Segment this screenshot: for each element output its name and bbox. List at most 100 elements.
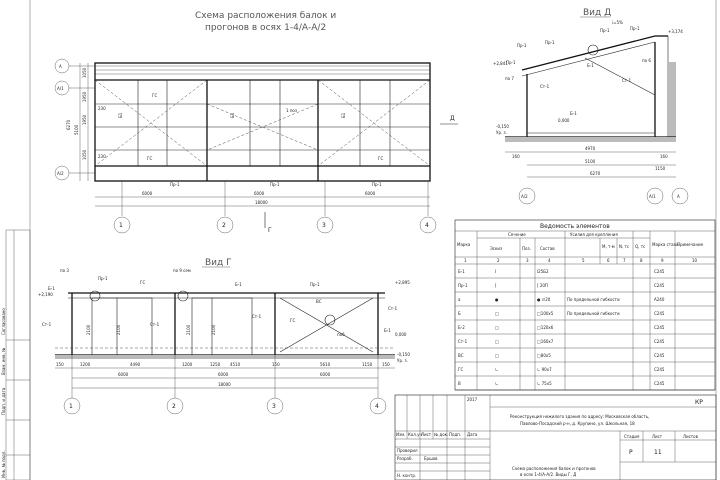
table-h-section: Сечение — [508, 232, 526, 237]
view-g-dim-7: 150 — [272, 362, 280, 367]
view-g-label-b1-c: Б-1 — [384, 328, 391, 333]
view-d-elev-top: +2,841 — [493, 61, 508, 66]
view-d-label-pr1-a: Пр-1 — [517, 43, 527, 48]
stamp-col-list: Лист — [421, 432, 432, 437]
table-colnum-4: 4 — [548, 258, 551, 263]
view-d-label-po7: по 7 — [505, 76, 514, 81]
table-h-sketch: Эскиз — [490, 246, 502, 251]
plan-dim-2: 1950 — [82, 91, 87, 102]
view-d-label-pr1-d: Пр-1 — [630, 26, 640, 31]
table-colnum-5: 5 — [582, 258, 585, 263]
roof-edge-hatch — [95, 65, 430, 71]
view-d-dim-6: 6270 — [590, 171, 601, 176]
view-g-span-1: 6000 — [118, 372, 129, 377]
view-d: Вид Д Пр-1 Пр-1 Б-1 Пр-1 Пр-1 по 7 по 6 … — [493, 8, 689, 205]
view-g-label-st1-a: Ст-1 — [42, 322, 52, 327]
view-g-label-st1-d: Ст-1 — [388, 306, 398, 311]
stamp-sheet-title-line2: в осях 1-4/А-А/2. Виды Г, Д — [520, 472, 576, 477]
stamp-col-sign: Подп. — [449, 432, 461, 437]
table-cell-comp: I25Б2 — [537, 269, 549, 274]
view-g-label-pr1-a: Пр-1 — [98, 276, 108, 281]
view-d-elev-top2: +3,174 — [668, 29, 683, 34]
table-colnum-7: 7 — [623, 258, 626, 263]
stamp-sheet-title-line1: Схема расположения балок и прогонов — [512, 466, 596, 471]
plan-total: 18000 — [255, 200, 268, 205]
view-g-label-gs-b: ГС — [290, 318, 295, 323]
table-cell-comp: [ 20П — [537, 283, 548, 288]
plan-span-3: 6000 — [365, 191, 376, 196]
stamp-description-line1: Реконструкция нежилого здания по адресу:… — [510, 414, 649, 419]
plan-dim-1: 1050 — [82, 67, 87, 78]
table-cell-steel: С245 — [654, 283, 665, 288]
table-cell-steel: С245 — [654, 353, 665, 358]
table-cell-mark: Ст-1 — [458, 339, 468, 344]
stamp-col-doc: № док. — [434, 432, 448, 437]
table-cell-mark: а — [458, 297, 461, 302]
view-g-height-2: 2100 — [116, 324, 121, 335]
view-g-label-st1-c: Ст-1 — [252, 314, 262, 319]
view-g-axis-2: 2 — [172, 403, 176, 410]
view-g-dim-3: 4490 — [130, 362, 141, 367]
stamp-stage-h: Стадия — [624, 434, 640, 439]
plan-label-b1-1: Б1 — [118, 112, 123, 118]
plan-row-axis-a1: А/1 — [57, 86, 64, 91]
plan-row-axis-a2: А/2 — [57, 171, 64, 176]
view-g-height-1: 2100 — [86, 324, 91, 335]
table-h-forces: Усилия для крепления — [570, 232, 618, 237]
elements-table: Ведомость элементов Марка Сечение Эскиз … — [454, 219, 716, 391]
stamp-stage: Р — [629, 449, 633, 456]
view-g-axis-3: 3 — [272, 403, 276, 410]
table-cell-comp: □160х7 — [537, 339, 554, 344]
table-colnum-3: 3 — [526, 258, 529, 263]
plan-dim-4: 1050 — [82, 149, 87, 160]
plan-dim-3: 1950 — [82, 114, 87, 125]
table-h-note: Примечание — [677, 242, 704, 247]
view-g-elev-top2: +2,895 — [395, 280, 410, 285]
table-cell-sketch: I — [495, 269, 496, 274]
plan-dim-5: 6270 — [66, 119, 71, 130]
plan-col-axis-3: 3 — [322, 222, 326, 229]
view-g-dim-5: 1250 — [210, 362, 221, 367]
view-d-axis-a2: А/2 — [521, 194, 528, 199]
table-title: Ведомость элементов — [540, 223, 610, 230]
table-cell-sketch: [ — [495, 283, 497, 288]
table-colnum-2: 2 — [497, 258, 500, 263]
view-g-dim-1: 150 — [56, 362, 64, 367]
table-cell-steel: С245 — [654, 381, 665, 386]
view-g-elev-floor: 0,000 — [395, 332, 407, 337]
plan-axis-g: Г — [268, 227, 272, 234]
table-cell-sketch: □ — [495, 325, 499, 330]
plan-dim-8: 230 — [98, 154, 106, 159]
stamp-code: КР — [695, 399, 703, 406]
view-g-axis-4: 4 — [375, 403, 379, 410]
view-g-height-3: 2100 — [186, 324, 191, 335]
view-d-elev-base-note: Ур. з. — [496, 130, 507, 135]
table-h-mark: Марка — [457, 242, 471, 247]
view-g-elev-base-note: Ур. з. — [397, 358, 408, 363]
stamp-row-dev: Разраб. — [397, 456, 413, 461]
title-stamp: КР 2017 Реконструкция нежилого здания по… — [394, 394, 717, 480]
plan-span-2: 6000 — [254, 191, 265, 196]
view-d-title: Вид Д — [583, 8, 611, 18]
stamp-col-izm: Изм. — [396, 432, 405, 437]
stamp-col-kol: Кол.уч — [408, 432, 422, 437]
stamp-description: Реконструкция нежилого здания по адресу:… — [510, 414, 651, 426]
side-stamp-signdate: Подп. и дата — [1, 387, 6, 415]
view-g-label-po3: по 3 — [60, 268, 69, 273]
plan-view: Схема расположения балок и прогонов в ос… — [54, 11, 458, 234]
view-d-label-b1: Б-1 — [587, 63, 594, 68]
stamp-row-checked: Проверил — [397, 448, 418, 453]
view-g-label-vs: ВС — [316, 299, 322, 304]
table-h-steel: Марка стали — [652, 242, 679, 247]
view-d-slope: i=5% — [612, 20, 623, 25]
view-g-dim-6: 4510 — [230, 362, 241, 367]
stamp-sheet-title: Схема расположения балок и прогонов в ос… — [512, 466, 597, 477]
plan-dim-6: 5100 — [74, 124, 79, 135]
table-cell-steel: С245 — [654, 325, 665, 330]
side-stamp: Согласовано Взам. инв. № Подп. и дата Ин… — [1, 308, 6, 478]
stamp-author: Ершов — [424, 456, 438, 461]
view-g-dim-9: 1150 — [362, 362, 373, 367]
stamp-sheets-h: Листов — [683, 434, 699, 439]
view-d-label-pr1-b: Пр-1 — [545, 40, 555, 45]
